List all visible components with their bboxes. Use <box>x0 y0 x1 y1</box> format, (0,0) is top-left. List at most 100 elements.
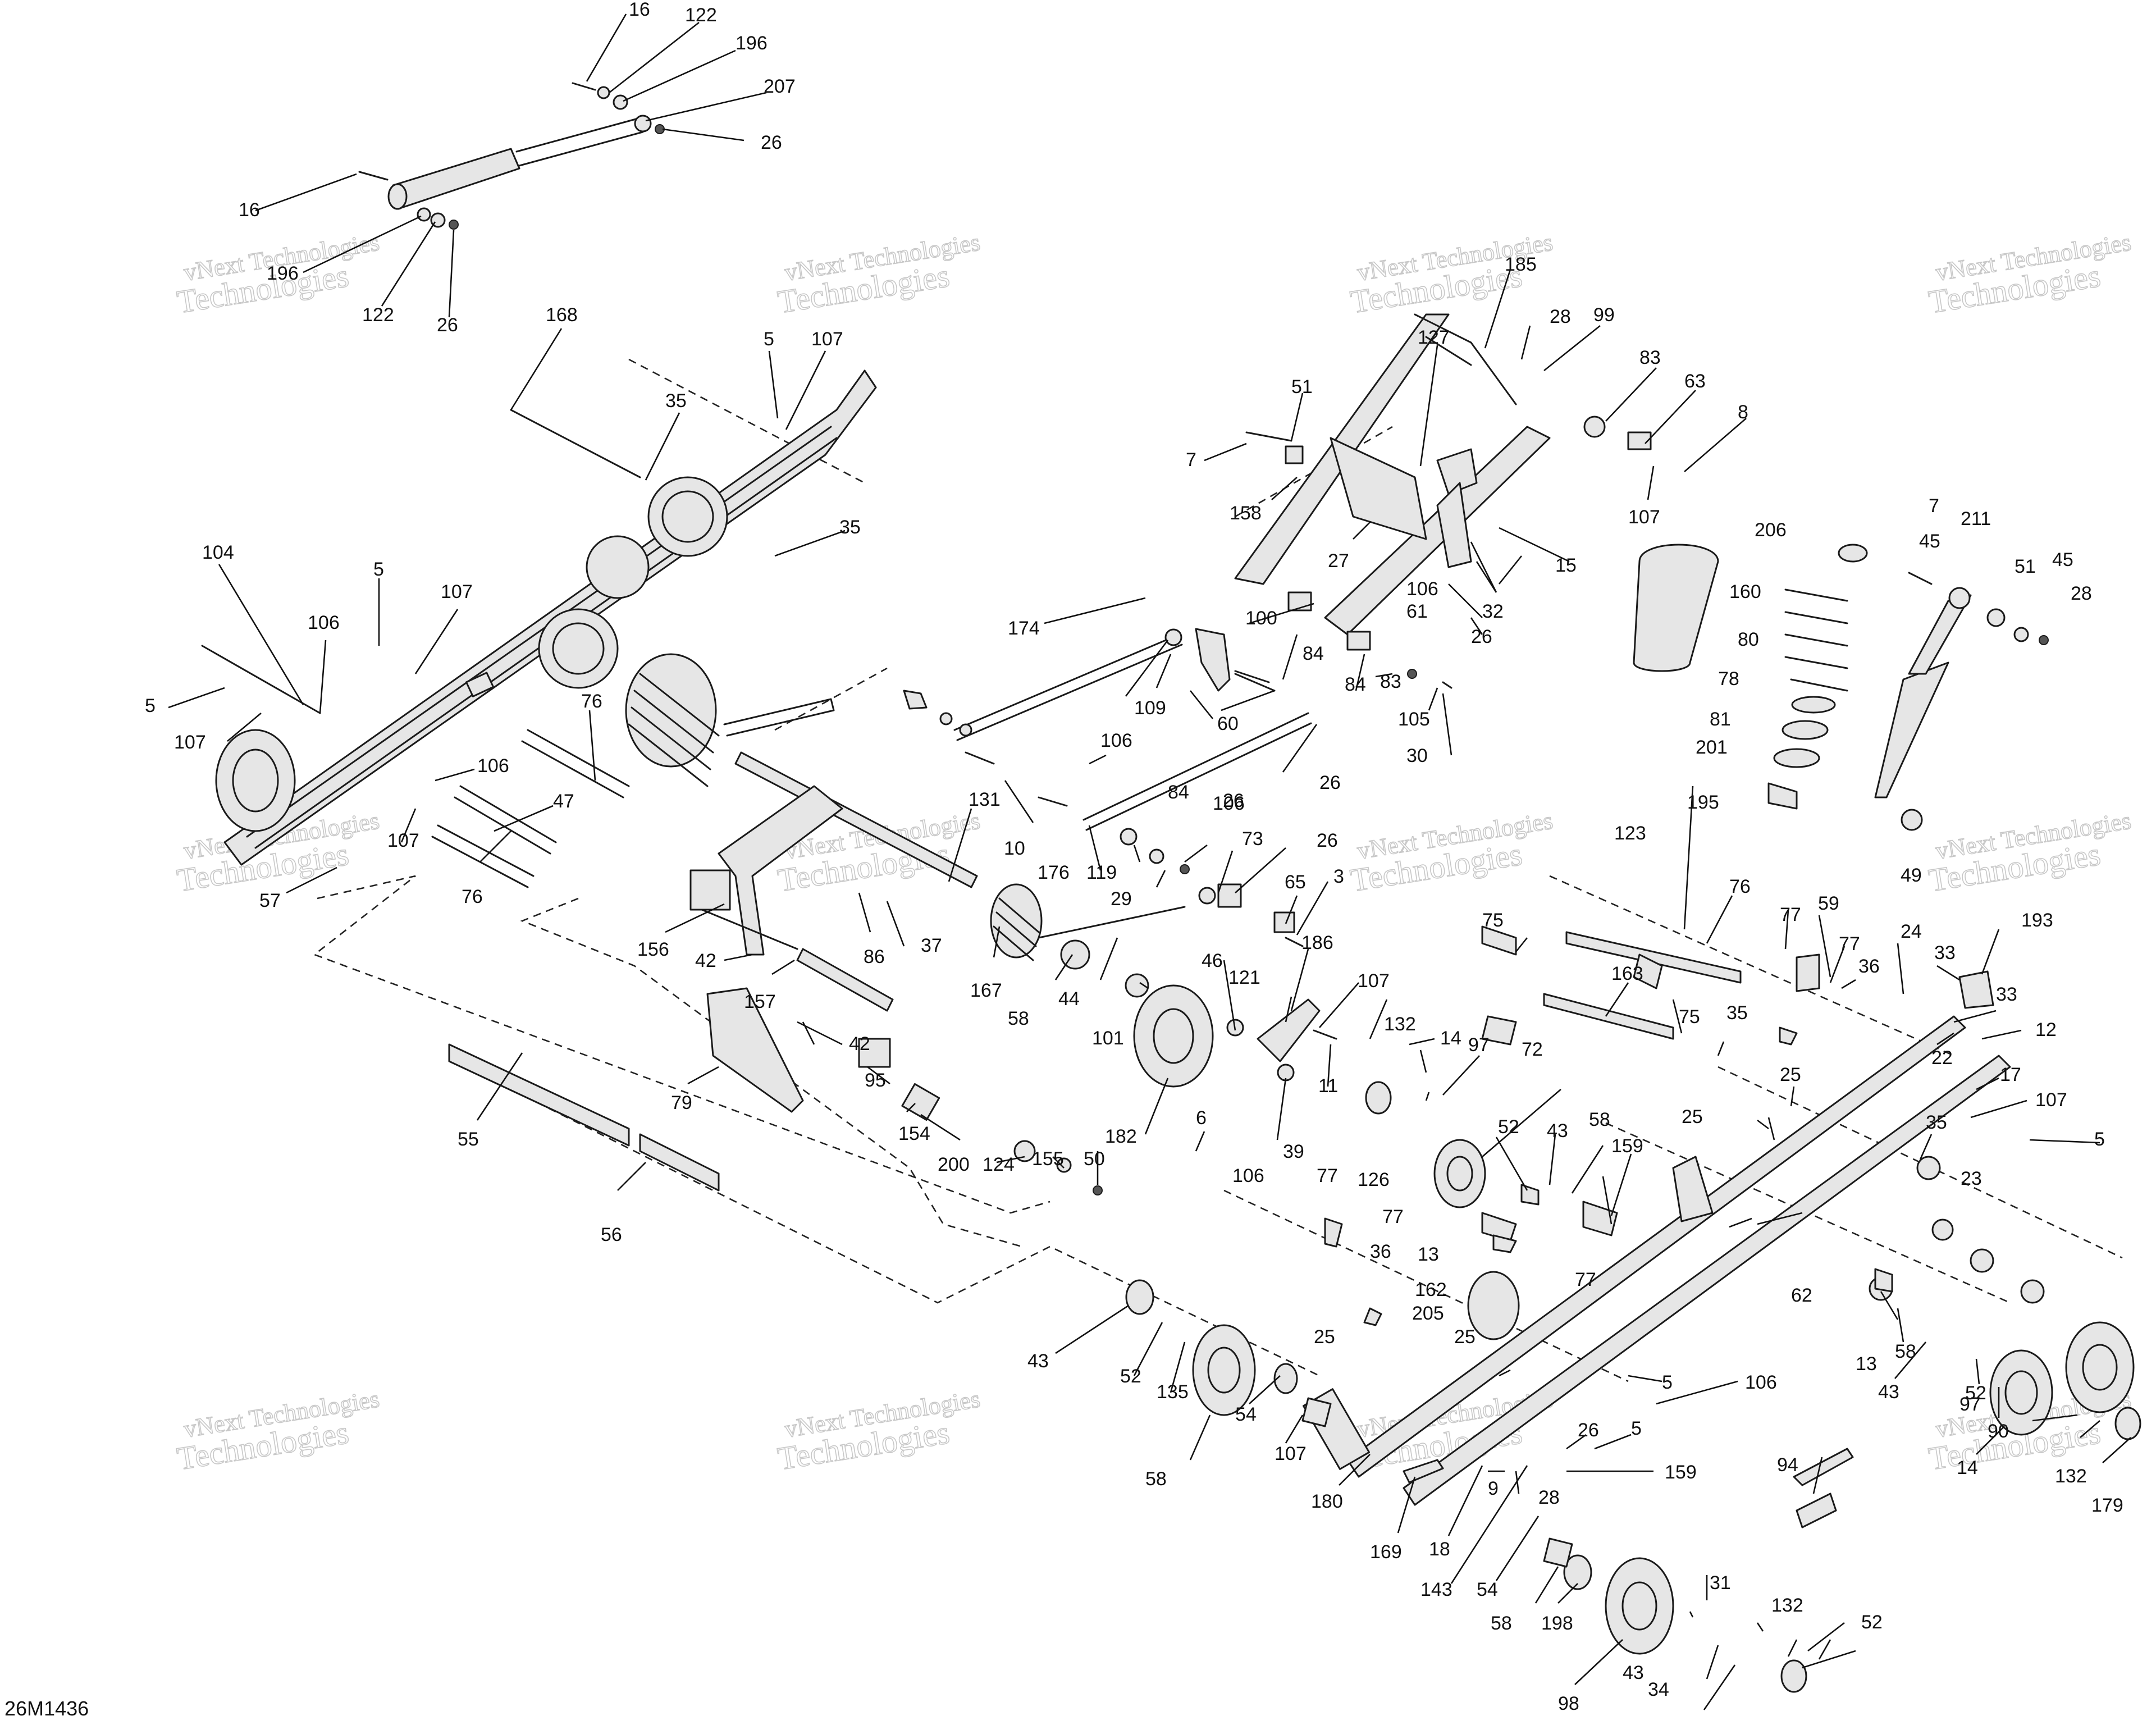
callout-label: 28 <box>2071 583 2092 604</box>
callout-label: 49 <box>1901 865 1922 886</box>
callout-label: 44 <box>1058 988 1080 1010</box>
callout-label: 198 <box>1541 1613 1573 1634</box>
callout-label: 180 <box>1311 1491 1343 1512</box>
callout-label: 156 <box>637 939 669 960</box>
callout-label: 54 <box>1235 1404 1257 1425</box>
callout-label: 34 <box>1648 1679 1669 1700</box>
callout-label: 27 <box>1328 550 1349 572</box>
callout-label: 59 <box>1818 893 1839 914</box>
diagram-code: 26M1436 <box>4 1697 89 1720</box>
callout-label: 46 <box>1202 950 1223 971</box>
callout-label: 8 <box>1738 401 1748 423</box>
callout-label: 31 <box>1710 1572 1731 1594</box>
callout-label: 24 <box>1901 921 1922 942</box>
callout-label: 18 <box>1429 1539 1450 1560</box>
callout-label: 28 <box>1550 306 1571 327</box>
callout-label: 25 <box>1682 1106 1703 1128</box>
callout-label: 106 <box>1745 1372 1777 1393</box>
callout-label: 75 <box>1679 1006 1700 1028</box>
rear-rails <box>1125 925 2141 1693</box>
callout-label: 58 <box>1008 1008 1029 1029</box>
callout-label: 26 <box>1319 772 1341 793</box>
callout-label: 5 <box>764 328 774 350</box>
callout-label: 60 <box>1217 713 1239 734</box>
callout-label: 72 <box>1522 1039 1543 1060</box>
callout-label: 155 <box>1032 1148 1064 1170</box>
callout-label: 79 <box>671 1092 692 1114</box>
callout-label: 106 <box>477 755 509 777</box>
callout-label: 26 <box>1223 790 1244 811</box>
callout-label: 63 <box>1684 371 1706 392</box>
callout-label: 32 <box>1482 601 1504 622</box>
callout-label: 132 <box>1384 1014 1416 1035</box>
callout-label: 81 <box>1710 709 1731 730</box>
front-arm-assembly <box>201 369 877 888</box>
callout-label: 80 <box>1738 629 1759 650</box>
callout-label: 62 <box>1791 1285 1812 1306</box>
callout-label: 16 <box>239 199 260 221</box>
callout-label: 52 <box>1120 1366 1141 1387</box>
callout-label: 57 <box>259 890 281 911</box>
callout-label: 132 <box>2055 1466 2087 1487</box>
link-rods <box>903 628 1312 947</box>
callout-label: 5 <box>145 695 156 717</box>
callout-label: 33 <box>1934 942 1956 964</box>
callout-label: 107 <box>174 732 206 753</box>
callout-label: 195 <box>1687 792 1719 813</box>
callout-label: 106 <box>1406 578 1438 600</box>
callout-label: 14 <box>1957 1457 1978 1478</box>
callout-label: 47 <box>553 791 574 812</box>
callout-label: 201 <box>1696 737 1728 758</box>
callout-label: 94 <box>1777 1454 1798 1476</box>
callout-label: 39 <box>1283 1141 1304 1162</box>
callout-label: 37 <box>921 935 942 956</box>
callout-labels: 16 122 196 207 26 16 196 122 26 168 5 10… <box>145 0 2123 1714</box>
callout-label: 5 <box>2094 1129 2105 1150</box>
callout-label: 106 <box>308 612 340 633</box>
callout-label: 35 <box>839 517 861 538</box>
callout-label: 26 <box>1471 626 1492 647</box>
callout-label: 55 <box>458 1129 479 1150</box>
callout-label: 124 <box>983 1154 1015 1175</box>
callout-label: 206 <box>1755 519 1787 541</box>
callout-label: 131 <box>969 789 1001 810</box>
callout-label: 159 <box>1665 1462 1697 1483</box>
callout-label: 107 <box>811 328 843 350</box>
callout-label: 58 <box>1145 1468 1167 1490</box>
callout-label: 77 <box>1382 1206 1404 1227</box>
callout-label: 5 <box>373 559 384 580</box>
callout-label: 98 <box>1558 1693 1579 1714</box>
callout-label: 211 <box>1961 508 1991 530</box>
callout-label: 61 <box>1406 601 1428 622</box>
callout-label: 84 <box>1168 782 1189 803</box>
callout-label: 58 <box>1895 1341 1916 1362</box>
callout-label: 28 <box>1538 1487 1560 1508</box>
torsion-spring-assembly <box>625 653 1337 1195</box>
callout-label: 126 <box>1358 1169 1390 1190</box>
callout-label: 22 <box>1931 1047 1953 1069</box>
callout-label: 25 <box>1454 1326 1476 1348</box>
callout-label: 45 <box>2052 549 2073 571</box>
callout-label: 58 <box>1491 1613 1512 1634</box>
callout-label: 107 <box>1628 506 1660 528</box>
callout-label: 104 <box>202 542 234 563</box>
callout-label: 5 <box>1662 1372 1673 1393</box>
callout-label: 56 <box>601 1224 622 1245</box>
callout-label: 122 <box>362 304 394 326</box>
callout-label: 26 <box>1578 1420 1599 1441</box>
callout-label: 9 <box>1488 1478 1499 1499</box>
callout-label: 107 <box>1358 970 1390 992</box>
callout-label: 65 <box>1285 871 1306 893</box>
callout-label: 107 <box>441 581 473 603</box>
callout-label: 84 <box>1345 674 1366 695</box>
rear-spring-shock <box>1633 544 2049 831</box>
callout-label: 169 <box>1370 1541 1402 1563</box>
callout-label: 167 <box>970 980 1002 1001</box>
leader-lines <box>168 13 2131 1710</box>
callout-label: 127 <box>1418 327 1450 348</box>
callout-label: 106 <box>1213 793 1245 814</box>
callout-label: 7 <box>1186 449 1196 471</box>
callout-label: 51 <box>1291 376 1313 398</box>
callout-label: 154 <box>898 1123 930 1144</box>
callout-label: 174 <box>1008 618 1040 639</box>
